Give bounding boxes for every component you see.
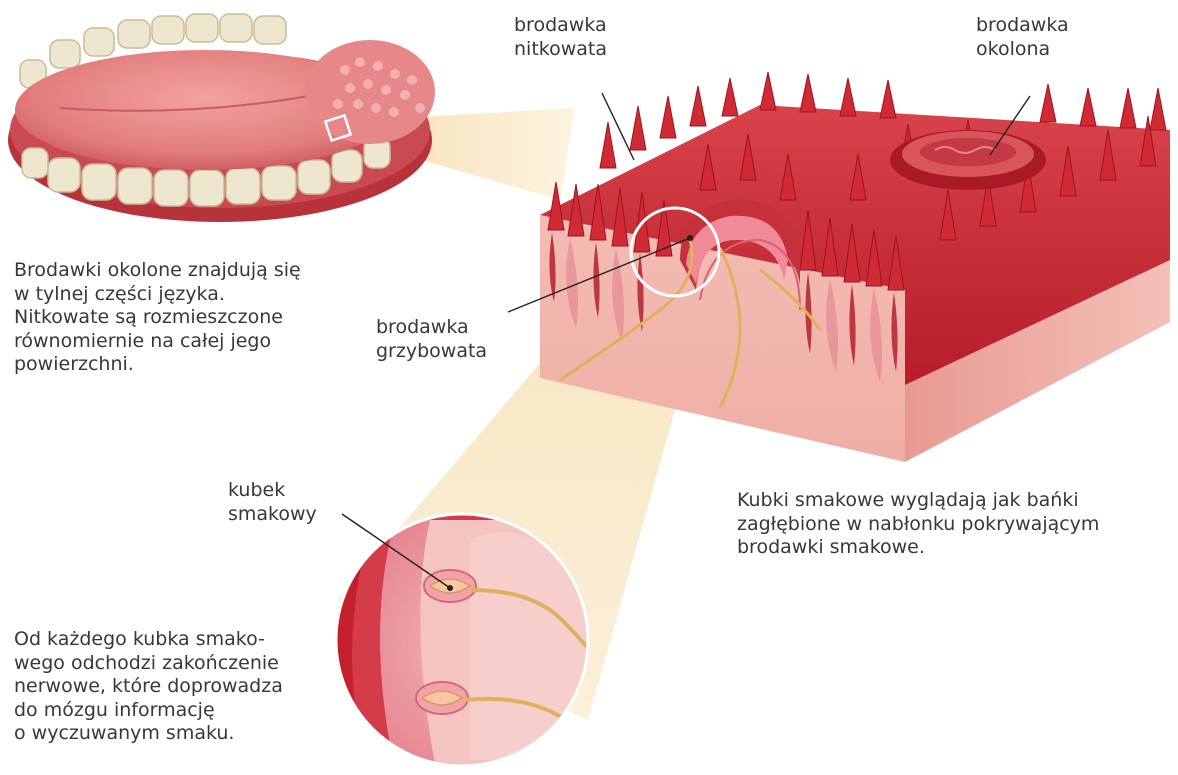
taste-bud-lower — [416, 682, 468, 714]
caption-nerve-ending: Od każdego kubka smako- wego odchodzi za… — [14, 628, 334, 746]
label-filiform-papilla: brodawka nitkowata — [514, 13, 607, 61]
tongue-with-teeth — [8, 14, 435, 222]
caption-papillae-location: Brodawki okolone znajdują się w tylnej c… — [14, 259, 354, 377]
caption-taste-buds: Kubki smakowe wyglądają jak bańki zagłęb… — [737, 489, 1167, 560]
vallate-papilla — [890, 130, 1046, 190]
label-fungiform-papilla: brodawka grzybowata — [376, 315, 487, 363]
taste-bud-leader-dot — [447, 585, 453, 591]
label-vallate-papilla: brodawka okolona — [976, 13, 1069, 61]
label-taste-bud: kubek smakowy — [228, 478, 317, 526]
fungiform-leader-dot — [687, 235, 693, 241]
